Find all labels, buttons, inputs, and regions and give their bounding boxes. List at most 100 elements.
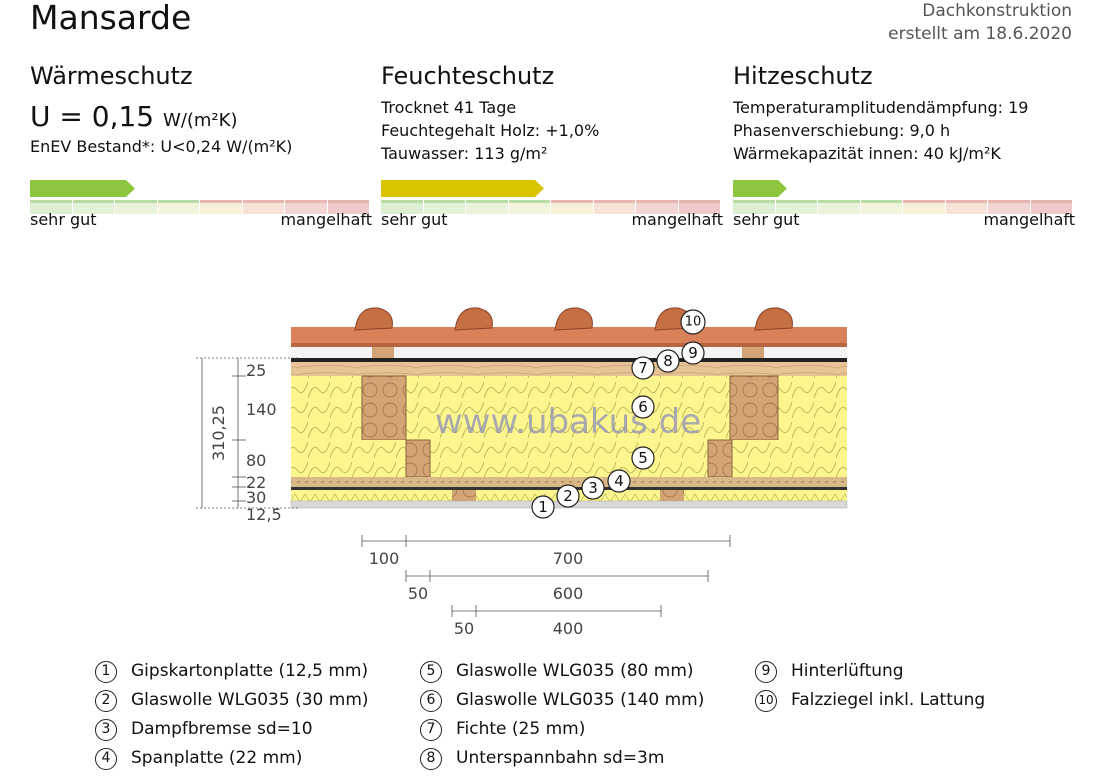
underlay-membrane [291, 358, 847, 362]
legend-number: 2 [95, 689, 117, 712]
layer-callout: 3 [581, 476, 605, 500]
enev-requirement: EnEV Bestand*: U<0,24 W/(m²K) [30, 137, 293, 156]
scale-segment [423, 200, 465, 214]
layer-dim-label: 80 [246, 451, 266, 470]
scale-segment [945, 200, 987, 214]
svg-text:4: 4 [614, 472, 624, 490]
info-line: Phasenverschiebung: 9,0 h [733, 121, 951, 140]
batten [707, 439, 733, 478]
spacing-label: 100 [369, 549, 400, 568]
svg-text:5: 5 [638, 449, 648, 467]
legend-text: Fichte (25 mm) [456, 719, 586, 739]
panel-heading: Feuchteschutz [381, 62, 555, 90]
scale-segment [733, 200, 775, 214]
legend-number: 1 [95, 660, 117, 683]
scale-label-good: sehr gut [733, 210, 800, 229]
svg-text:8: 8 [663, 352, 673, 370]
scale-segment [818, 200, 860, 214]
layer-dim-label: 12,5 [246, 505, 282, 524]
chipboard [291, 477, 847, 487]
legend-item: 1 Gipskartonplatte (12,5 mm) [95, 657, 369, 686]
creation-date: erstellt am 18.6.2020 [888, 24, 1072, 44]
legend-text: Gipskartonplatte (12,5 mm) [131, 661, 369, 681]
svg-text:1: 1 [538, 498, 548, 516]
scale-segment [157, 200, 199, 214]
scale-segment [381, 200, 423, 214]
page-title: Mansarde [30, 0, 192, 37]
legend-number: 4 [95, 747, 117, 770]
watermark: www.ubakus.de [435, 402, 701, 442]
scale-segment [327, 200, 369, 214]
scale-segment [636, 200, 678, 214]
scale-segment [678, 200, 720, 214]
layer-callout: 2 [556, 484, 580, 508]
spacing-label: 400 [553, 619, 584, 638]
spacing-label: 50 [454, 619, 474, 638]
info-line: Trocknet 41 Tage [381, 98, 517, 117]
svg-text:7: 7 [638, 359, 648, 377]
spacing-dimensions [361, 535, 731, 617]
scale-segment [775, 200, 817, 214]
layer-dim-label: 30 [246, 488, 266, 507]
layer-callout: 10 [680, 309, 706, 335]
svg-text:6: 6 [638, 398, 648, 416]
layer-callout: 4 [607, 469, 631, 493]
scale-segment [200, 200, 242, 214]
panel-waermeschutz: Wärmeschutz U = 0,15 W/(m²K) EnEV Bestan… [30, 60, 372, 229]
construction-type: Dachkonstruktion [922, 1, 1072, 21]
panel-heading: Hitzeschutz [733, 62, 873, 90]
layer-callout: 5 [631, 446, 655, 470]
spacing-label: 50 [408, 584, 428, 603]
u-value: U = 0,15 W/(m²K) [30, 100, 372, 133]
scale-segment [285, 200, 327, 214]
layer-callout: 6 [631, 395, 655, 419]
rating-scale [30, 200, 370, 214]
legend-number: 3 [95, 718, 117, 741]
glass-wool-80 [291, 440, 847, 477]
rating-bar [381, 180, 544, 197]
scale-label-good: sehr gut [381, 210, 448, 229]
scale-segment [72, 200, 114, 214]
layer-dimensions [196, 357, 300, 509]
scale-segment [242, 200, 284, 214]
scale-segment [593, 200, 635, 214]
scale-segment [508, 200, 550, 214]
panel-heading: Wärmeschutz [30, 62, 193, 90]
layer-callout: 9 [681, 341, 705, 365]
batten [405, 439, 431, 478]
layer-callout: 1 [531, 495, 555, 519]
u-value-number: U = 0,15 [30, 100, 155, 133]
lath [452, 490, 476, 501]
layer-dim-label: 140 [246, 400, 277, 419]
rafter [361, 375, 407, 441]
scale-label-bad: mangelhaft [983, 210, 1075, 229]
svg-text:3: 3 [588, 479, 598, 497]
scale-label-bad: mangelhaft [280, 210, 372, 229]
u-value-unit: W/(m²K) [163, 110, 238, 131]
layer-callout: 8 [656, 349, 680, 373]
scale-segment [903, 200, 945, 214]
roof-tiles [291, 307, 847, 347]
scale-segment [860, 200, 902, 214]
spruce-board [291, 362, 847, 376]
scale-segment [1030, 200, 1072, 214]
info-line: Tauwasser: 113 g/m² [381, 144, 548, 163]
scale-segment [115, 200, 157, 214]
rating-bar [30, 180, 135, 197]
info-line: Feuchtegehalt Holz: +1,0% [381, 121, 600, 140]
scale-segment [551, 200, 593, 214]
panel-hitzeschutz: Hitzeschutz Temperaturamplitudendämpfung… [733, 60, 1075, 229]
panel-feuchteschutz: Feuchteschutz Trocknet 41 Tage Feuchtege… [381, 60, 723, 229]
scale-label-bad: mangelhaft [631, 210, 723, 229]
scale-segment [30, 200, 72, 214]
